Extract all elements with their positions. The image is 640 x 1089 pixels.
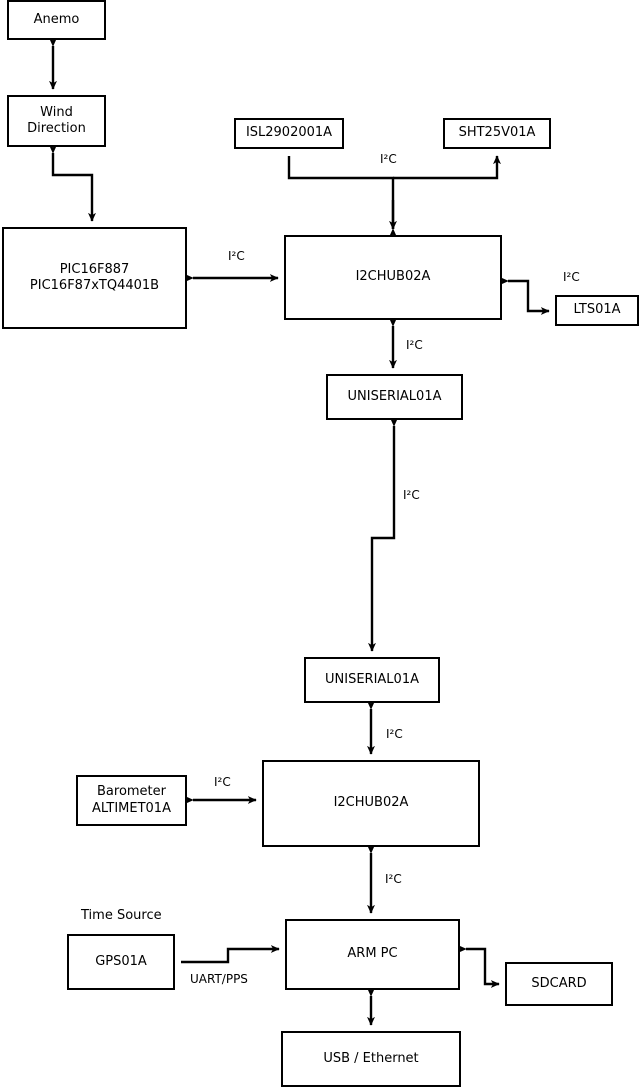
node-gps01a[interactable]: GPS01A: [67, 934, 175, 990]
edge-hubtop-lts: [499, 277, 550, 315]
node-usb-ethernet[interactable]: USB / Ethernet: [281, 1031, 461, 1087]
edge-label-barometer-hub: I²C: [214, 775, 231, 789]
node-pic-microcontroller-label: PIC16F887 PIC16F87xTQ4401B: [29, 261, 160, 293]
edge-hubtop-sht: [393, 155, 501, 180]
node-i2chub02a-bottom-label: I2CHUB02A: [333, 795, 409, 811]
node-i2chub02a-bottom[interactable]: I2CHUB02A: [262, 760, 480, 847]
node-anemo-label: Anemo: [33, 11, 80, 27]
node-arm-pc[interactable]: ARM PC: [285, 919, 460, 990]
edge-label-uniserial-hub-bottom: I²C: [386, 727, 403, 741]
edge-label-uniserial-uniserial: I²C: [403, 488, 420, 502]
node-uniserial01a-lower[interactable]: UNISERIAL01A: [304, 657, 440, 703]
node-lts01a-label: LTS01A: [573, 302, 621, 318]
node-sdcard[interactable]: SDCARD: [505, 962, 613, 1006]
node-sht25v01a-label: SHT25V01A: [458, 125, 536, 141]
edge-label-hub-uniserial: I²C: [406, 338, 423, 352]
node-isl2902001a[interactable]: ISL2902001A: [234, 118, 344, 149]
node-anemo[interactable]: Anemo: [7, 0, 106, 40]
node-barometer[interactable]: Barometer ALTIMET01A: [76, 775, 187, 826]
edge-label-isl-sht-bus: I²C: [380, 152, 397, 166]
edge-uniserial-uniserial: [368, 417, 398, 652]
node-i2chub02a-top[interactable]: I2CHUB02A: [284, 235, 502, 320]
node-uniserial01a-upper-label: UNISERIAL01A: [347, 388, 442, 404]
node-usb-ethernet-label: USB / Ethernet: [323, 1050, 419, 1066]
edge-hubtop-isl: [287, 156, 397, 238]
node-barometer-label: Barometer ALTIMET01A: [92, 784, 171, 816]
node-sdcard-label: SDCARD: [531, 975, 587, 991]
node-uniserial01a-lower-label: UNISERIAL01A: [325, 671, 419, 687]
node-arm-pc-label: ARM PC: [347, 946, 398, 962]
edge-winddir-pic: [49, 144, 96, 222]
edge-label-hub-lts: I²C: [563, 270, 580, 284]
edge-gps-armpc: [181, 945, 280, 964]
node-sht25v01a[interactable]: SHT25V01A: [443, 118, 551, 149]
node-gps01a-label: GPS01A: [95, 953, 147, 969]
node-i2chub02a-top-label: I2CHUB02A: [355, 269, 431, 285]
edge-label-gps-arm-pc: UART/PPS: [190, 972, 248, 986]
edge-label-pic-hub: I²C: [228, 249, 245, 263]
label-time-source: Time Source: [81, 908, 162, 923]
node-pic-microcontroller[interactable]: PIC16F887 PIC16F87xTQ4401B: [2, 227, 187, 329]
node-lts01a[interactable]: LTS01A: [555, 295, 639, 326]
edge-armpc-sdcard: [457, 945, 500, 988]
node-isl2902001a-label: ISL2902001A: [245, 125, 333, 141]
node-wind-direction[interactable]: Wind Direction: [7, 95, 106, 147]
node-uniserial01a-upper[interactable]: UNISERIAL01A: [326, 374, 463, 420]
node-wind-direction-label: Wind Direction: [27, 104, 86, 136]
edge-label-hub-arm-pc: I²C: [385, 872, 402, 886]
